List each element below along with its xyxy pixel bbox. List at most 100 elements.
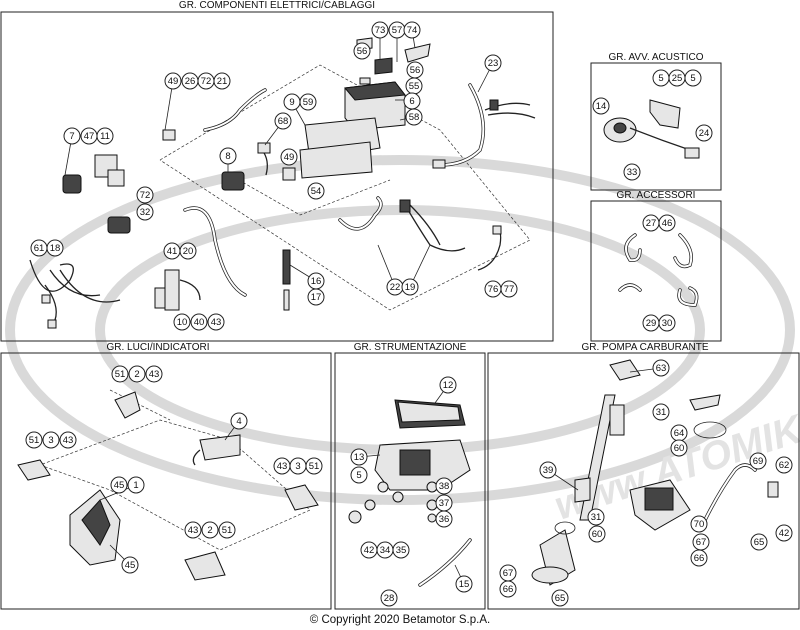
callout-number: 43 bbox=[149, 369, 160, 380]
callout-circle bbox=[184, 521, 202, 539]
callout-circle bbox=[588, 525, 606, 543]
callout-circle bbox=[307, 288, 325, 306]
callout-circle bbox=[775, 456, 793, 474]
callout-circle bbox=[455, 575, 473, 593]
callout-componenti-61: 61 bbox=[30, 239, 48, 257]
callout-luci-3: 3 bbox=[42, 431, 60, 449]
callout-circle bbox=[274, 112, 292, 130]
callout-strumentazione-36: 36 bbox=[435, 510, 453, 528]
callout-number: 54 bbox=[311, 186, 322, 197]
callout-number: 51 bbox=[29, 435, 40, 446]
callout-number: 39 bbox=[543, 465, 554, 476]
callout-circle bbox=[230, 412, 248, 430]
callout-accessori-46: 46 bbox=[658, 214, 676, 232]
callout-componenti-57: 57 bbox=[388, 21, 406, 39]
callout-number: 66 bbox=[503, 584, 514, 595]
callout-componenti-58: 58 bbox=[405, 108, 423, 126]
callout-number: 2 bbox=[134, 369, 139, 380]
callout-number: 68 bbox=[278, 116, 289, 127]
callout-circle bbox=[670, 439, 688, 457]
callout-circle bbox=[46, 239, 64, 257]
callout-accessori-29: 29 bbox=[642, 314, 660, 332]
callout-number: 51 bbox=[222, 525, 233, 536]
callout-pompa-63: 63 bbox=[652, 359, 670, 377]
callout-luci-4: 4 bbox=[230, 412, 248, 430]
callout-pompa-70: 70 bbox=[690, 515, 708, 533]
callout-circle bbox=[164, 72, 182, 90]
callout-componenti-16: 16 bbox=[307, 272, 325, 290]
callout-number: 29 bbox=[646, 318, 657, 329]
callout-number: 19 bbox=[405, 282, 416, 293]
callout-componenti-17: 17 bbox=[307, 288, 325, 306]
callout-pompa-31: 31 bbox=[652, 403, 670, 421]
callout-number: 22 bbox=[390, 282, 401, 293]
callout-number: 67 bbox=[696, 537, 707, 548]
callout-number: 7 bbox=[69, 131, 74, 142]
callout-number: 5 bbox=[690, 73, 695, 84]
callout-circle bbox=[136, 203, 154, 221]
callout-number: 6 bbox=[409, 96, 414, 107]
callout-componenti-6: 6 bbox=[403, 92, 421, 110]
title-acustico: GR. AVV. ACUSTICO bbox=[608, 52, 703, 63]
box-acustico bbox=[590, 62, 722, 191]
callout-number: 58 bbox=[409, 112, 420, 123]
callout-componenti-68: 68 bbox=[274, 112, 292, 130]
callout-componenti-26: 26 bbox=[181, 72, 199, 90]
callout-number: 57 bbox=[392, 25, 403, 36]
callout-number: 61 bbox=[34, 243, 45, 254]
callout-number: 41 bbox=[167, 246, 178, 257]
callout-number: 45 bbox=[125, 560, 136, 571]
callout-acustico-24: 24 bbox=[695, 124, 713, 142]
callout-luci-2: 2 bbox=[201, 521, 219, 539]
callout-luci-51: 51 bbox=[305, 457, 323, 475]
callout-circle bbox=[213, 72, 231, 90]
callout-componenti-56: 56 bbox=[406, 61, 424, 79]
callout-pompa-39: 39 bbox=[539, 461, 557, 479]
callout-circle bbox=[218, 521, 236, 539]
title-componenti: GR. COMPONENTI ELETTRICI/CABLAGGI bbox=[179, 0, 375, 11]
callout-strumentazione-38: 38 bbox=[435, 477, 453, 495]
callout-componenti-20: 20 bbox=[179, 242, 197, 260]
callout-componenti-41: 41 bbox=[163, 242, 181, 260]
callout-number: 10 bbox=[177, 317, 188, 328]
callout-circle bbox=[539, 461, 557, 479]
callout-acustico-25: 25 bbox=[668, 69, 686, 87]
box-accessori bbox=[590, 200, 722, 342]
callout-circle bbox=[136, 186, 154, 204]
callout-circle bbox=[435, 510, 453, 528]
callout-circle bbox=[110, 476, 128, 494]
parts-strumentazione bbox=[348, 399, 472, 587]
parts-pompa bbox=[531, 359, 779, 586]
callout-number: 51 bbox=[115, 369, 126, 380]
callout-number: 32 bbox=[140, 207, 151, 218]
callout-number: 72 bbox=[201, 76, 212, 87]
callout-circle bbox=[59, 431, 77, 449]
callout-number: 13 bbox=[354, 452, 365, 463]
callout-strumentazione-15: 15 bbox=[455, 575, 473, 593]
callout-number: 64 bbox=[674, 428, 685, 439]
callout-circle bbox=[695, 124, 713, 142]
callout-number: 12 bbox=[443, 380, 454, 391]
callout-number: 65 bbox=[754, 537, 765, 548]
callout-number: 23 bbox=[488, 58, 499, 69]
callout-number: 18 bbox=[50, 243, 61, 254]
callout-number: 73 bbox=[375, 25, 386, 36]
callout-circle bbox=[201, 521, 219, 539]
parts-componenti bbox=[29, 37, 536, 329]
callout-number: 76 bbox=[488, 284, 499, 295]
callout-number: 51 bbox=[309, 461, 320, 472]
callout-circle bbox=[307, 182, 325, 200]
callout-pompa-69: 69 bbox=[749, 452, 767, 470]
callout-number: 34 bbox=[380, 545, 391, 556]
callout-circle bbox=[350, 448, 368, 466]
callout-componenti-56: 56 bbox=[353, 42, 371, 60]
callout-componenti-76: 76 bbox=[484, 280, 502, 298]
callout-circle bbox=[775, 524, 793, 542]
callout-componenti-72: 72 bbox=[136, 186, 154, 204]
callout-componenti-59: 59 bbox=[299, 93, 317, 111]
callout-pompa-42: 42 bbox=[775, 524, 793, 542]
callout-componenti-18: 18 bbox=[46, 239, 64, 257]
callout-number: 21 bbox=[217, 76, 228, 87]
callout-pompa-60: 60 bbox=[588, 525, 606, 543]
